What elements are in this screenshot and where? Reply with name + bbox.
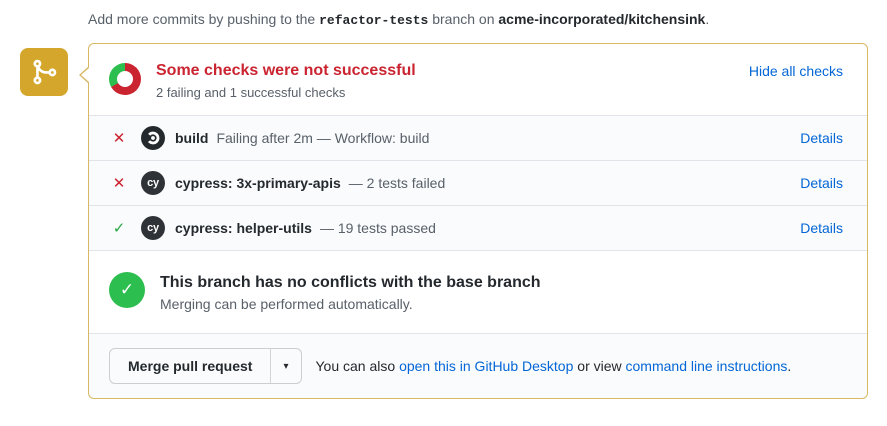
- pass-check-icon: ✓: [112, 220, 126, 237]
- timeline-merge-badge: [20, 48, 68, 96]
- merge-pull-request-button[interactable]: Merge pull request: [110, 349, 270, 383]
- check-row-build: ✕ build Failing after 2m — Workflow: bui…: [89, 115, 867, 160]
- merge-button-group: Merge pull request ▾: [109, 348, 302, 384]
- check-name: cypress: 3x-primary-apis: [175, 175, 341, 191]
- mergeability-section: ✓ This branch has no conflicts with the …: [89, 250, 867, 333]
- merge-status-box: Some checks were not successful 2 failin…: [79, 43, 868, 399]
- circleci-avatar-icon: [141, 126, 165, 150]
- check-name: cypress: helper-utils: [175, 220, 312, 236]
- cypress-avatar-icon: cy: [141, 216, 165, 240]
- details-link[interactable]: Details: [800, 220, 843, 236]
- note-middle: branch on: [428, 11, 499, 27]
- check-description: — 2 tests failed: [348, 175, 446, 191]
- details-link[interactable]: Details: [800, 175, 843, 191]
- checks-summary-donut-icon: [109, 63, 141, 95]
- add-commits-note: Add more commits by pushing to the refac…: [88, 10, 868, 30]
- branch-name: refactor-tests: [319, 13, 429, 28]
- sentence-period: .: [787, 358, 792, 374]
- command-line-instructions-link[interactable]: command line instructions: [625, 358, 788, 374]
- box-caret-pointer: [79, 66, 89, 84]
- details-link[interactable]: Details: [800, 130, 843, 146]
- check-name: build: [175, 130, 209, 146]
- chevron-down-icon: ▾: [283, 360, 289, 372]
- check-row-cypress-helper-utils: ✓ cy cypress: helper-utils — 19 tests pa…: [89, 205, 867, 250]
- check-description: Failing after 2m — Workflow: build: [216, 130, 430, 146]
- repo-name: acme-incorporated/kitchensink: [498, 11, 706, 27]
- no-conflicts-check-icon: ✓: [109, 272, 145, 308]
- checks-summary-header: Some checks were not successful 2 failin…: [89, 44, 867, 115]
- check-description: — 19 tests passed: [319, 220, 436, 236]
- mergeability-subtitle: Merging can be performed automatically.: [160, 296, 413, 312]
- also-prefix: You can also: [315, 358, 400, 374]
- alternative-merge-text: You can also open this in GitHub Desktop…: [316, 358, 792, 374]
- fail-x-icon: ✕: [112, 175, 126, 192]
- checks-summary-text: Some checks were not successful 2 failin…: [156, 61, 749, 100]
- checks-status-title: Some checks were not successful: [156, 62, 416, 79]
- or-view-text: or view: [573, 358, 626, 374]
- mergeability-text: This branch has no conflicts with the ba…: [160, 272, 541, 312]
- cypress-avatar-icon: cy: [141, 171, 165, 195]
- fail-x-icon: ✕: [112, 130, 126, 147]
- hide-all-checks-link[interactable]: Hide all checks: [748, 63, 843, 79]
- github-desktop-link[interactable]: open this in GitHub Desktop: [399, 358, 574, 374]
- merge-actions-bar: Merge pull request ▾ You can also open t…: [89, 333, 867, 398]
- note-prefix: Add more commits by pushing to the: [88, 11, 320, 27]
- note-suffix: .: [705, 11, 710, 27]
- mergeability-title: This branch has no conflicts with the ba…: [160, 274, 541, 291]
- git-merge-icon: [30, 58, 58, 86]
- check-row-cypress-primary-apis: ✕ cy cypress: 3x-primary-apis — 2 tests …: [89, 160, 867, 205]
- checks-status-subtitle: 2 failing and 1 successful checks: [156, 85, 346, 100]
- pr-merge-section: Add more commits by pushing to the refac…: [20, 10, 868, 399]
- merge-options-dropdown-button[interactable]: ▾: [270, 349, 300, 383]
